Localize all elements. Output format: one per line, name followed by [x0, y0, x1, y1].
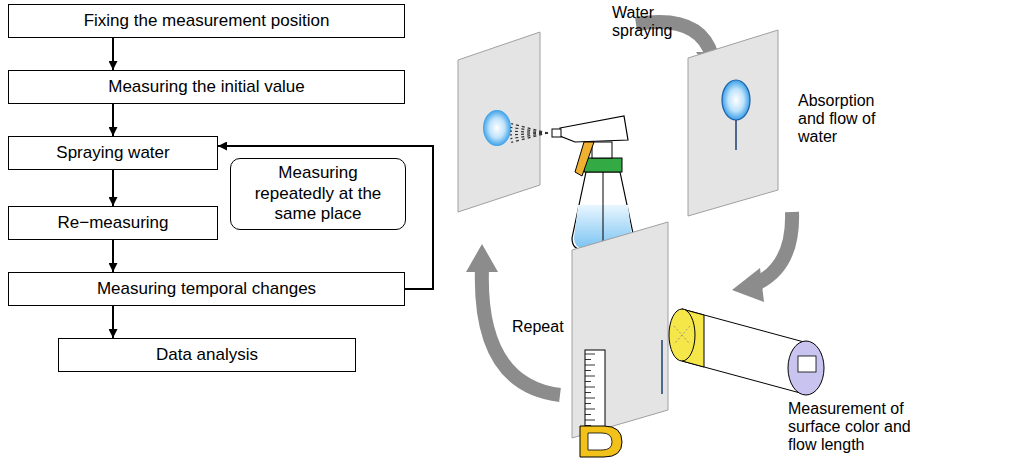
- flow-arrow: [112, 170, 114, 206]
- step-text: Measuring temporal changes: [97, 279, 316, 299]
- cycle-arrow: [732, 212, 792, 302]
- step-text: Spraying water: [56, 143, 169, 163]
- process-box: Measuring the initial value: [8, 70, 405, 104]
- flow-arrow: [112, 240, 114, 272]
- flow-arrow: [218, 146, 433, 289]
- step-text: Data analysis: [156, 345, 258, 365]
- spray-mist: [510, 124, 548, 143]
- note-box: Measuring repeatedly at the same place: [230, 158, 406, 230]
- wall-panel: [458, 32, 540, 212]
- flow-arrow: [112, 38, 114, 70]
- water-spot: [722, 80, 750, 120]
- illustration-label: Measurement of surface color and flow le…: [788, 400, 938, 454]
- flow-arrow: [112, 306, 114, 338]
- step-text: Fixing the measurement position: [84, 11, 330, 31]
- process-box: Spraying water: [8, 136, 218, 170]
- step-text: Measuring repeatedly at the same place: [239, 163, 397, 224]
- illustration-label: Absorption and flow of water: [798, 92, 894, 146]
- process-box: Data analysis: [58, 338, 356, 372]
- colorimeter: [669, 309, 824, 395]
- spray-bottle: [552, 116, 634, 250]
- process-box: Fixing the measurement position: [8, 4, 405, 38]
- step-text: Re−measuring: [57, 213, 168, 233]
- process-box: Measuring temporal changes: [8, 272, 405, 306]
- flow-arrow: [112, 104, 114, 136]
- illustration-label: Water spraying: [612, 4, 690, 40]
- wall-panel: [688, 30, 778, 216]
- process-box: Re−measuring: [8, 206, 218, 240]
- water-spot: [483, 110, 511, 146]
- wall-panel: [572, 222, 668, 438]
- water-flow: [735, 120, 737, 150]
- step-text: Measuring the initial value: [108, 77, 305, 97]
- water-flow: [661, 340, 663, 394]
- ruler: [580, 350, 622, 457]
- illustration-label: Repeat: [512, 318, 572, 336]
